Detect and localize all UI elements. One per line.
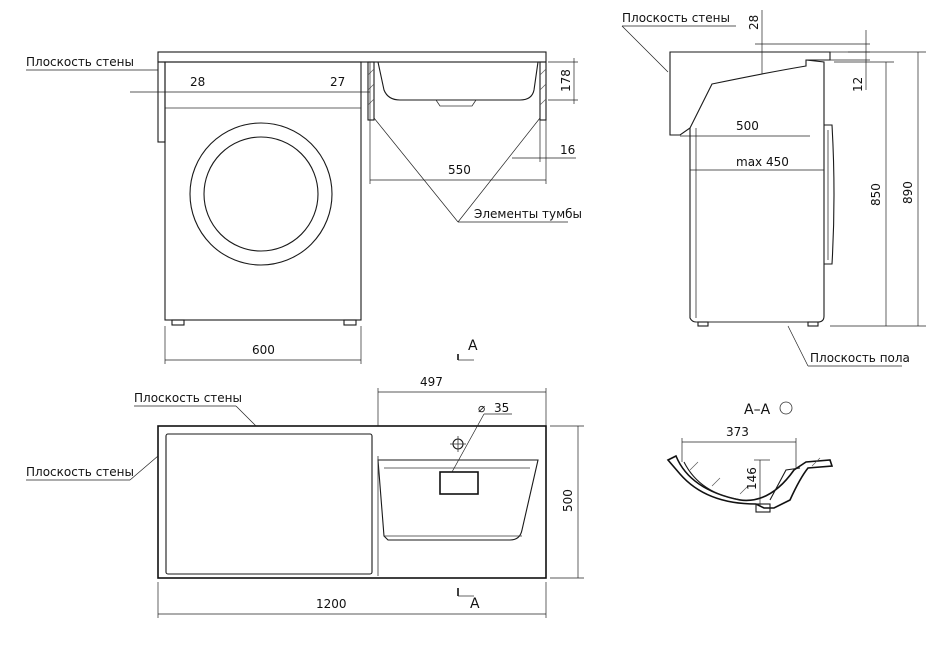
side-foot-left [697, 321, 709, 327]
side-foot-right [807, 321, 819, 327]
dim-600: 600 [252, 343, 275, 357]
basin-front [377, 61, 539, 101]
machine-body-side [689, 59, 825, 323]
dim-1200: 1200 [316, 597, 347, 611]
dim-28-left: 28 [190, 75, 205, 89]
dim-max450: max 450 [736, 155, 789, 169]
label-wall-plane-plan-left: Плоскость стены [26, 465, 134, 479]
section-scale-circle [779, 401, 793, 415]
dim-178: 178 [559, 69, 573, 92]
dim-12: 12 [851, 77, 865, 92]
machine-door-inner [203, 136, 319, 252]
door-bulge-side [824, 124, 835, 265]
label-wall-plane-front: Плоскость стены [26, 55, 134, 69]
cabinet-side-left [367, 61, 375, 121]
plan-view: A A 497 ⌀ 35 500 1200 Плоскость стены Пл… [26, 338, 584, 618]
wall-plane-front [157, 61, 166, 143]
label-floor-plane: Плоскость пола [810, 351, 910, 365]
section-aa: A–A 373 146 [666, 401, 834, 513]
washing-machine-body [164, 61, 362, 321]
dim-diameter-symbol: ⌀ [478, 401, 485, 415]
dim-146: 146 [745, 467, 759, 490]
machine-foot-right [343, 319, 357, 326]
section-drain [755, 503, 771, 513]
machine-foot-left [171, 319, 185, 326]
dim-35: 35 [494, 401, 509, 415]
countertop-side [669, 51, 831, 136]
basin-plan [377, 459, 539, 541]
front-view: 28 27 178 16 550 600 Элементы тумбы Плос… [26, 51, 582, 364]
dim-500-side: 500 [736, 119, 759, 133]
machine-door-outer [189, 122, 333, 266]
dim-497: 497 [420, 375, 443, 389]
side-view: 500 max 450 28 12 850 890 Плоскость стен… [621, 10, 926, 367]
section-title: A–A [744, 402, 771, 418]
dry-surface-plan [165, 433, 373, 575]
dim-500-plan: 500 [561, 489, 575, 512]
section-marker-bottom: A [470, 596, 480, 612]
dim-850: 850 [869, 183, 883, 206]
dim-27: 27 [330, 75, 345, 89]
countertop-front [157, 51, 547, 63]
dim-550: 550 [448, 163, 471, 177]
label-wall-plane-plan-top: Плоскость стены [134, 391, 242, 405]
dim-16: 16 [560, 143, 575, 157]
label-wall-plane-side: Плоскость стены [622, 11, 730, 25]
dim-373: 373 [726, 425, 749, 439]
section-marker-top: A [468, 338, 478, 354]
cabinet-side-right [539, 61, 547, 121]
basin-drain [435, 99, 477, 107]
label-cabinet-elements: Элементы тумбы [474, 207, 582, 221]
drain-plan [439, 471, 479, 495]
countertop-plan [157, 425, 547, 579]
dim-28-top: 28 [747, 15, 761, 30]
dim-890: 890 [901, 181, 915, 204]
